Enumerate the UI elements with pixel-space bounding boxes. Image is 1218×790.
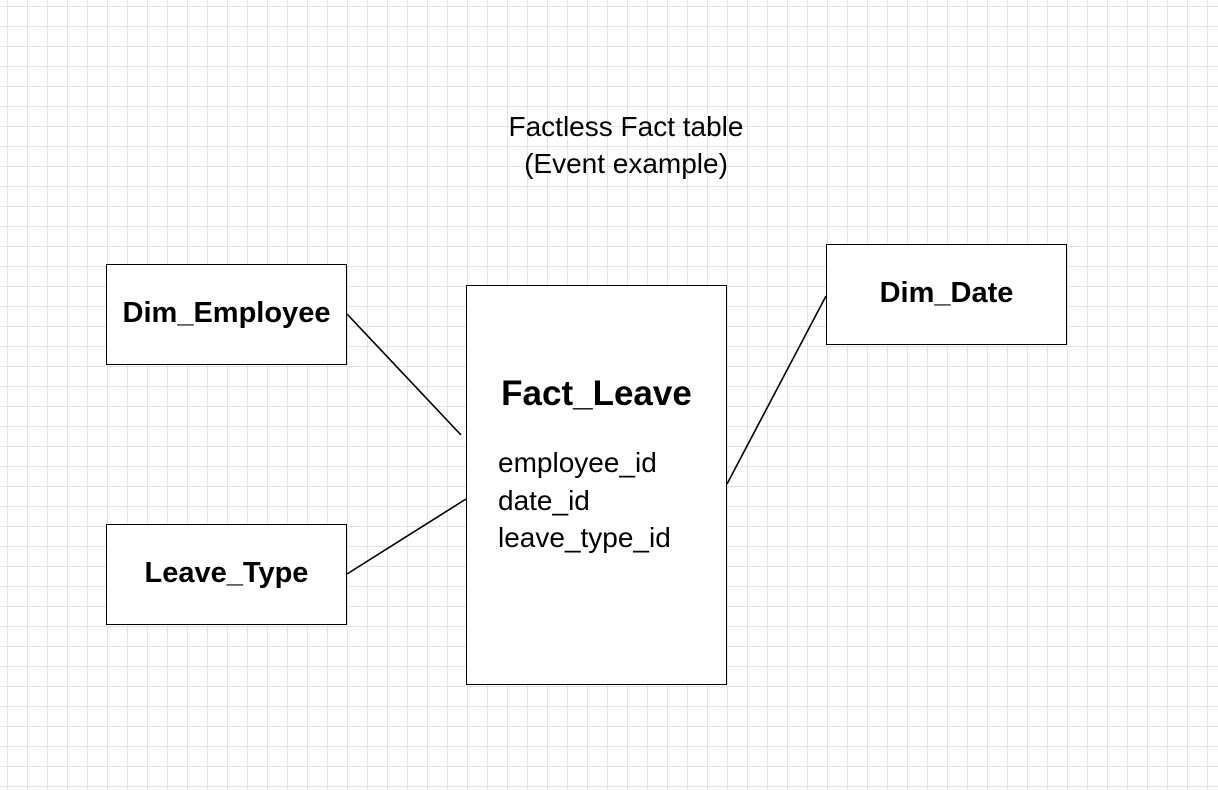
field-employee-id: employee_id <box>498 447 657 478</box>
table-fact-leave[interactable]: Fact_Leave employee_id date_id leave_typ… <box>466 285 727 685</box>
table-label: Dim_Date <box>879 277 1014 309</box>
diagram-title-line-1: Factless Fact table <box>508 111 744 142</box>
field-list: employee_id date_id leave_type_id <box>498 444 671 557</box>
field-date-id: date_id <box>498 484 590 516</box>
table-dim-employee[interactable]: Dim_Employee <box>106 264 347 365</box>
table-label: Dim_Employee <box>122 297 331 329</box>
connector-employee-to-fact <box>346 313 462 436</box>
table-label: Fact_Leave <box>501 374 692 413</box>
field-leave-type-id: leave_type_id <box>498 522 671 553</box>
connector-leave-type-to-fact <box>346 498 467 575</box>
table-label: Leave_Type <box>144 557 309 589</box>
table-dim-date[interactable]: Dim_Date <box>826 244 1067 345</box>
diagram-title: Factless Fact table (Event example) <box>426 108 826 182</box>
connector-date-to-fact <box>726 295 827 485</box>
table-leave-type[interactable]: Leave_Type <box>106 524 347 625</box>
diagram-title-line-2: (Event example) <box>524 148 728 179</box>
